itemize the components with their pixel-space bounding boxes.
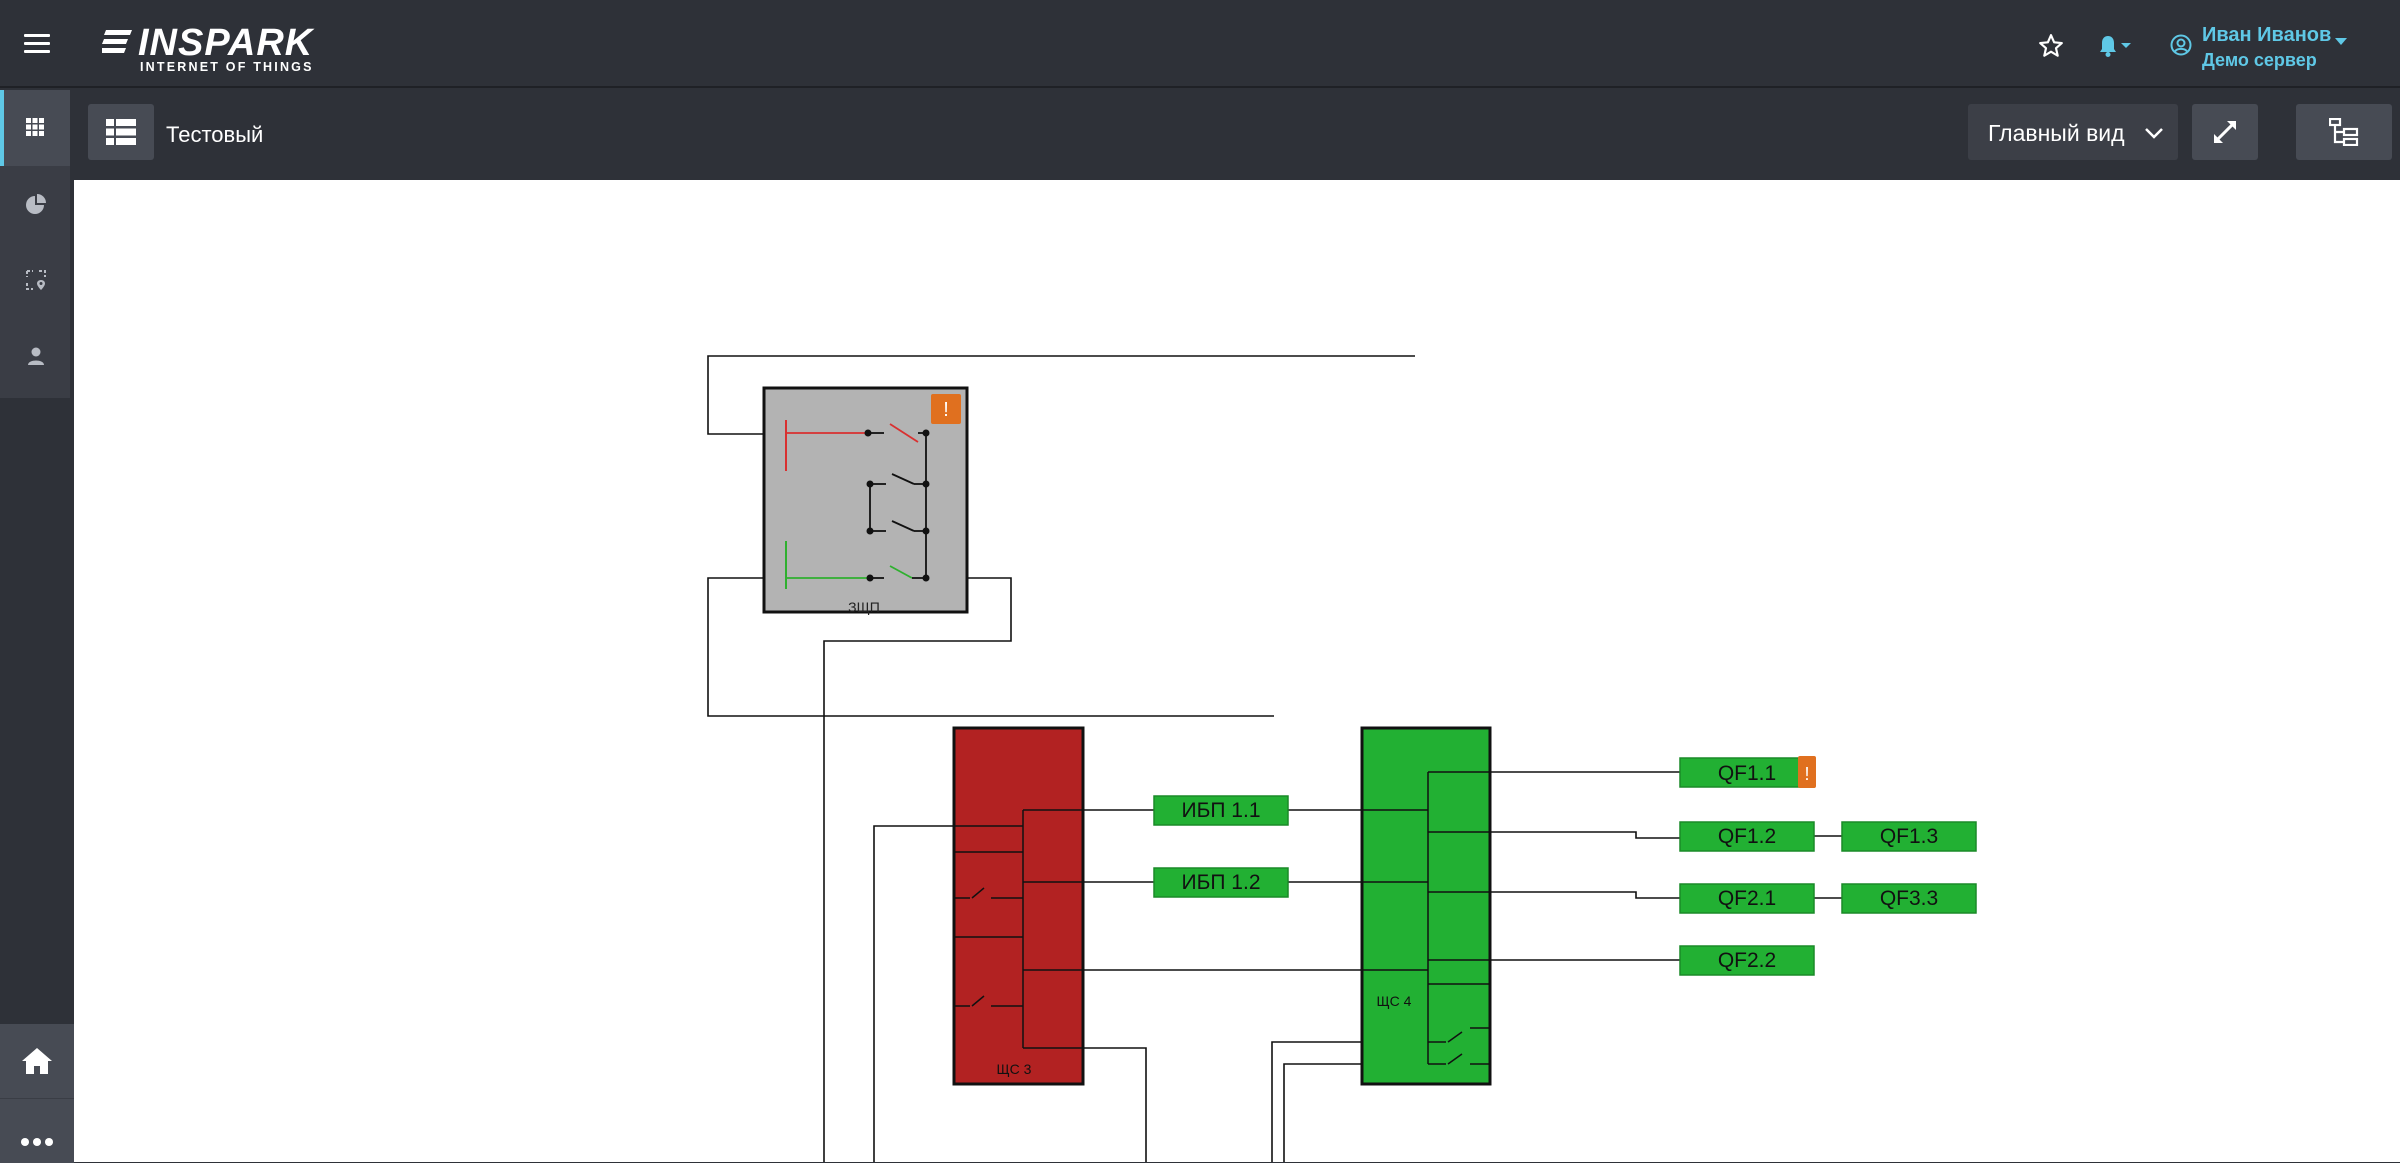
tree-view-button[interactable] bbox=[2296, 104, 2392, 160]
panel-shchs3-label: ЩС 3 bbox=[997, 1061, 1032, 1077]
feeder-line bbox=[823, 577, 1012, 1162]
more-dots-icon bbox=[21, 1138, 53, 1146]
top-bar: INSPARK INTERNET OF THINGS Иван Иванов Д… bbox=[0, 0, 2400, 88]
sidebar-item-charts[interactable] bbox=[0, 166, 70, 242]
feeder-line bbox=[1283, 1063, 1362, 1162]
user-name: Иван Иванов bbox=[2202, 24, 2332, 46]
alarm-badge-text: ! bbox=[943, 399, 949, 421]
ups-1-2[interactable]: ИБП 1.2 bbox=[1153, 867, 1289, 898]
breaker-qf2-1-label: QF2.1 bbox=[1718, 887, 1776, 910]
alarm-badge-qf1-1[interactable]: ! bbox=[1798, 756, 1816, 788]
sidebar bbox=[0, 90, 70, 398]
feeder-line bbox=[1490, 891, 1680, 899]
feeder-line bbox=[707, 355, 1415, 435]
breaker-qf2-2[interactable]: QF2.2 bbox=[1679, 945, 1815, 976]
alarm-badge-zshchp[interactable]: ! bbox=[931, 394, 961, 424]
panel-zshchp[interactable]: ЗЩП bbox=[762, 386, 969, 615]
expand-icon bbox=[2214, 121, 2236, 143]
breaker-qf1-1-label: QF1.1 bbox=[1718, 762, 1776, 785]
breaker-qf3-3-label: QF3.3 bbox=[1880, 887, 1938, 910]
panel-shchs4-label: ЩС 4 bbox=[1377, 993, 1412, 1009]
feeder-line bbox=[707, 577, 1274, 717]
ups-1-2-label: ИБП 1.2 bbox=[1182, 871, 1261, 894]
diagram-canvas: ЗЩП ! ЩС bbox=[74, 180, 2400, 1162]
breaker-qf3-3[interactable]: QF3.3 bbox=[1841, 883, 1977, 914]
breaker-qf1-3-label: QF1.3 bbox=[1880, 825, 1938, 848]
views-list-button[interactable] bbox=[88, 104, 154, 160]
ups-1-1[interactable]: ИБП 1.1 bbox=[1153, 795, 1289, 826]
breaker-qf2-1[interactable]: QF2.1 bbox=[1679, 883, 1815, 914]
alarm-badge-text: ! bbox=[1804, 764, 1809, 784]
feeder-line bbox=[1271, 1041, 1362, 1162]
breaker-qf1-3[interactable]: QF1.3 bbox=[1841, 821, 1977, 852]
logo-subtitle: INTERNET OF THINGS bbox=[140, 60, 314, 74]
logo[interactable]: INSPARK INTERNET OF THINGS bbox=[102, 24, 314, 74]
sidebar-item-users[interactable] bbox=[0, 318, 70, 394]
view-select[interactable]: Главный вид bbox=[1968, 104, 2178, 160]
sidebar-item-map[interactable] bbox=[0, 242, 70, 318]
panel-shchs4[interactable]: ЩС 4 bbox=[1360, 726, 1492, 1086]
more-button[interactable] bbox=[0, 1098, 74, 1163]
user-circle-icon bbox=[2170, 34, 2192, 56]
map-marker-icon bbox=[26, 270, 46, 290]
tree-structure-icon bbox=[2329, 118, 2359, 146]
breaker-qf1-2[interactable]: QF1.2 bbox=[1679, 821, 1815, 852]
home-icon bbox=[22, 1048, 52, 1074]
grid-icon bbox=[26, 118, 44, 136]
breaker-qf1-2-label: QF1.2 bbox=[1718, 825, 1776, 848]
chevron-down-icon bbox=[2335, 38, 2347, 45]
user-server: Демо сервер bbox=[2202, 50, 2317, 70]
feeder-line bbox=[1490, 831, 1680, 839]
panel-zshchp-label: ЗЩП bbox=[848, 599, 880, 615]
view-toolbar: Тестовый Главный вид bbox=[74, 90, 2400, 180]
pie-chart-icon bbox=[26, 194, 46, 214]
panel-shchs3[interactable]: ЩС 3 bbox=[952, 726, 1085, 1086]
chevron-down-icon bbox=[2145, 128, 2163, 139]
logo-bars-icon bbox=[102, 30, 132, 53]
view-select-value: Главный вид bbox=[1988, 120, 2125, 146]
user-icon bbox=[28, 347, 44, 365]
sidebar-item-dashboards[interactable] bbox=[0, 90, 70, 166]
notifications-bell-icon[interactable] bbox=[2096, 33, 2136, 59]
breaker-qf2-2-label: QF2.2 bbox=[1718, 949, 1776, 972]
breaker-qf1-1[interactable]: QF1.1 bbox=[1679, 757, 1815, 788]
logo-text: INSPARK bbox=[138, 22, 314, 64]
list-icon bbox=[106, 119, 136, 145]
favorites-star-icon[interactable] bbox=[2038, 33, 2064, 59]
menu-icon[interactable] bbox=[24, 34, 50, 56]
view-title: Тестовый bbox=[166, 122, 264, 147]
fullscreen-button[interactable] bbox=[2192, 104, 2258, 160]
home-button[interactable] bbox=[0, 1024, 74, 1098]
ups-1-1-label: ИБП 1.1 bbox=[1182, 799, 1261, 822]
single-line-diagram: ЗЩП ! ЩС bbox=[707, 355, 1977, 1162]
